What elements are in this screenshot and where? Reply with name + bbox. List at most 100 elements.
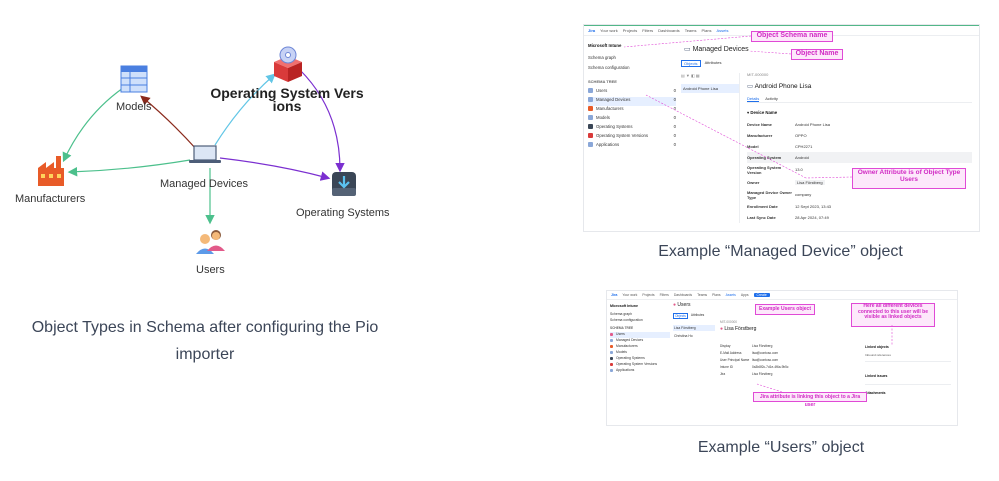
list-item[interactable]: Android Phone Lisa xyxy=(681,84,739,93)
node-os-versions: Operating System Vers ions xyxy=(210,85,364,114)
sidebar: Microsoft Intune Schema graph Schema con… xyxy=(610,304,670,374)
nav-plans[interactable]: Plans xyxy=(712,293,721,297)
tree-title: SCHEMA TREE xyxy=(588,79,617,84)
users-icon: ● xyxy=(673,302,677,308)
users-screenshot: Jira Your work Projects Filters Dashboar… xyxy=(606,290,958,426)
object-tabs: Objects Attributes xyxy=(681,60,721,67)
caption-users-object: Example “Users” object xyxy=(697,439,865,456)
left-caption: Object Types in Schema after configuring… xyxy=(31,319,379,363)
nav-filters[interactable]: Filters xyxy=(659,293,669,297)
factory-icon xyxy=(38,156,64,186)
edge-device-osversions xyxy=(214,73,276,146)
jira-logo[interactable]: Jira xyxy=(611,293,618,297)
callout-owner-attribute: Owner Attribute is of Object Type Users xyxy=(852,168,966,189)
attachments-heading: Attachments xyxy=(865,391,886,395)
tree-title: SCHEMA TREE xyxy=(610,326,634,330)
cd-box-icon xyxy=(274,46,302,82)
tab-attributes[interactable]: Attributes xyxy=(704,60,722,65)
nav-assets[interactable]: Assets xyxy=(725,293,736,297)
edge-models-manufacturers xyxy=(62,87,124,163)
jira-logo[interactable]: Jira xyxy=(588,28,596,33)
object-list: ▤ ▼ ◧ ▦ Android Phone Lisa xyxy=(681,73,740,223)
node-models: Models xyxy=(116,101,152,113)
nav-your-work[interactable]: Your work xyxy=(600,28,618,33)
nav-teams[interactable]: Teams xyxy=(684,28,697,33)
tree-item-models[interactable]: Models xyxy=(610,350,670,356)
create-button[interactable]: Create xyxy=(753,293,770,297)
object-list: Lisa Förstberg Christina Ho xyxy=(673,325,715,339)
nav-filters[interactable]: Filters xyxy=(642,28,654,33)
nav-plans[interactable]: Plans xyxy=(701,28,712,33)
nav-assets[interactable]: Assets xyxy=(716,28,729,33)
schema-diagram xyxy=(38,46,356,254)
list-item[interactable]: Christina Ho xyxy=(674,334,693,338)
node-users: Users xyxy=(196,264,225,276)
menu-schema-graph[interactable]: Schema graph xyxy=(610,312,633,316)
nav-projects[interactable]: Projects xyxy=(622,28,638,33)
schema-tree: Users Managed Devices Manufacturers Mode… xyxy=(610,332,670,374)
tree-item-os[interactable]: Operating Systems xyxy=(610,356,670,362)
laptop-icon xyxy=(189,145,221,163)
callout-schema-name: Object Schema name xyxy=(751,31,833,42)
tab-objects[interactable]: Objects xyxy=(681,60,701,67)
callout-leaders xyxy=(756,325,893,393)
tab-activity[interactable]: Activity xyxy=(765,96,778,101)
tree-item-os-versions[interactable]: Operating System Versions xyxy=(610,362,670,368)
nav-dashboards[interactable]: Dashboards xyxy=(673,293,693,297)
schema-name: Microsoft Intune xyxy=(588,43,622,48)
tree-item-managed-devices[interactable]: Managed Devices xyxy=(610,338,670,344)
nav-your-work[interactable]: Your work xyxy=(622,293,638,297)
object-type-header: ▭ Managed Devices xyxy=(684,46,749,53)
tab-details[interactable]: Details xyxy=(747,96,760,102)
object-detail: MIT-000000 ▭ Android Phone Lisa Details … xyxy=(747,72,972,223)
nav-apps[interactable]: Apps xyxy=(740,293,749,297)
nav-projects[interactable]: Projects xyxy=(642,293,655,297)
detail-tabs: Details Activity xyxy=(747,96,972,103)
right-panel: Linked objects Inbound references Linked… xyxy=(865,345,951,395)
list-item[interactable]: Lisa Förstberg xyxy=(673,325,715,331)
object-key: MIT-000000 xyxy=(747,72,769,77)
tree-item-applications[interactable]: Applications xyxy=(610,368,670,374)
tab-objects[interactable]: Objects xyxy=(673,313,688,319)
tree-item-users[interactable]: Users xyxy=(610,332,670,338)
tree-item-manufacturers[interactable]: Manufacturers xyxy=(610,344,670,350)
menu-schema-graph[interactable]: Schema graph xyxy=(588,55,616,60)
menu-schema-config[interactable]: Schema configuration xyxy=(588,65,630,70)
sidebar: Microsoft Intune Schema graph Schema con… xyxy=(588,43,676,151)
table-icon xyxy=(120,65,148,93)
linked-issues-heading: Linked issues xyxy=(865,374,888,378)
node-operating-systems: Operating Systems xyxy=(296,207,390,219)
menu-schema-config[interactable]: Schema configuration xyxy=(610,318,643,322)
nav-dashboards[interactable]: Dashboards xyxy=(658,28,680,33)
tab-attributes[interactable]: Attributes xyxy=(690,313,705,317)
node-manufacturers: Manufacturers xyxy=(15,193,86,205)
object-key: MIT-000000 xyxy=(720,320,738,324)
nav-teams[interactable]: Teams xyxy=(697,293,708,297)
inbound-references[interactable]: Inbound references xyxy=(865,353,891,357)
object-tabs: Objects Attributes xyxy=(673,313,704,319)
object-type-header: ● Users xyxy=(673,302,691,308)
callout-users-object: Example Users object xyxy=(755,304,815,315)
linked-objects-heading: Linked objects xyxy=(865,345,889,349)
object-title: ● Lisa Förstberg xyxy=(720,326,757,332)
